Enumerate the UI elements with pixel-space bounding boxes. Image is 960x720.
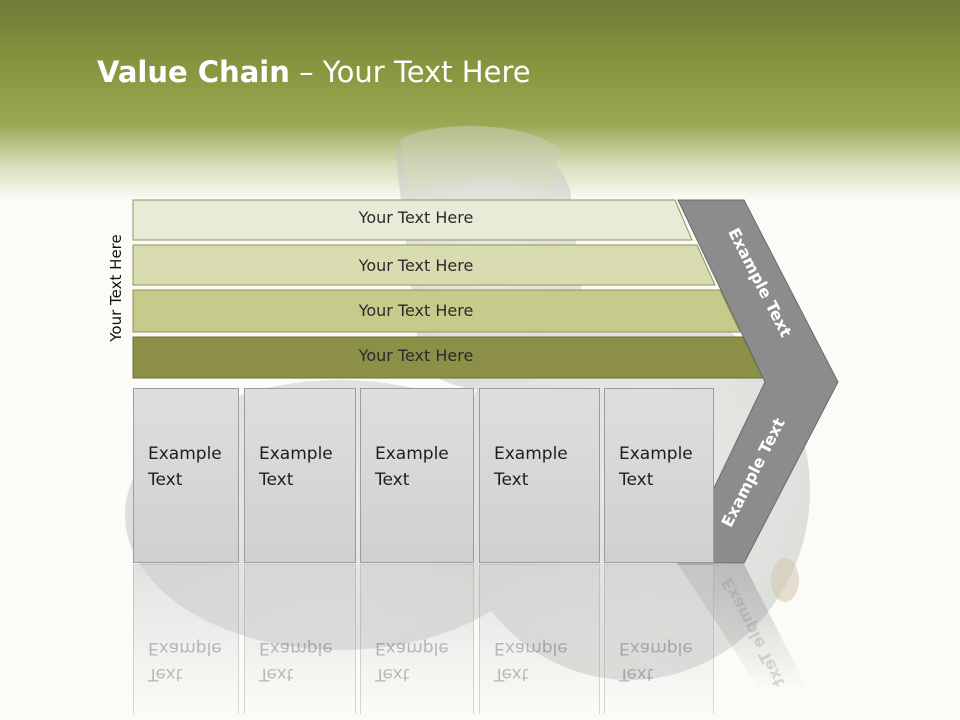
activity-2-reflection-line2: Text: [259, 664, 294, 684]
activity-5-reflection-line1: Example: [619, 638, 693, 658]
activity-2-reflection: Text Example: [244, 564, 356, 714]
activity-3-reflection-line2: Text: [375, 664, 410, 684]
activity-5-line1: Example: [619, 444, 693, 464]
title-bold: Value Chain: [97, 55, 290, 89]
activity-1-line1: Example: [148, 444, 222, 464]
activity-4-reflection-line2: Text: [494, 664, 529, 684]
activity-4-reflection: Text Example: [479, 564, 600, 714]
activity-5-reflection-line2: Text: [619, 664, 654, 684]
title-rest: – Your Text Here: [289, 55, 531, 89]
support-layer-1-label: Your Text Here: [358, 208, 474, 227]
support-layer-2-shape: [132, 244, 716, 286]
support-layer-3-shape: [132, 289, 741, 333]
activity-3-reflection-line1: Example: [375, 638, 449, 658]
activity-3-reflection: Text Example: [360, 564, 474, 714]
side-label: Your Text Here: [107, 234, 125, 342]
support-layer-4-label: Your Text Here: [358, 346, 474, 365]
activity-1-reflection-line2: Text: [148, 664, 183, 684]
page-title: Value Chain – Your Text Here: [97, 55, 531, 89]
activity-5-line2: Text: [619, 470, 654, 490]
activity-1-reflection: Text Example: [133, 564, 239, 714]
support-layer-1-shape: [132, 199, 693, 241]
activity-1-line2: Text: [148, 470, 183, 490]
support-layer-3-label: Your Text Here: [358, 301, 474, 320]
support-layer-2-label: Your Text Here: [358, 256, 474, 275]
activity-4-reflection-line1: Example: [494, 638, 568, 658]
activity-2-line2: Text: [259, 470, 294, 490]
margin-arrow-chevron: [677, 199, 839, 564]
activity-4-line1: Example: [494, 444, 568, 464]
activity-3-line1: Example: [375, 444, 449, 464]
activity-4-line2: Text: [494, 470, 529, 490]
activity-2-reflection-line1: Example: [259, 638, 333, 658]
activity-1-reflection-line1: Example: [148, 638, 222, 658]
activity-2-line1: Example: [259, 444, 333, 464]
activity-3-line2: Text: [375, 470, 410, 490]
activity-5-reflection: Text Example: [604, 564, 714, 714]
